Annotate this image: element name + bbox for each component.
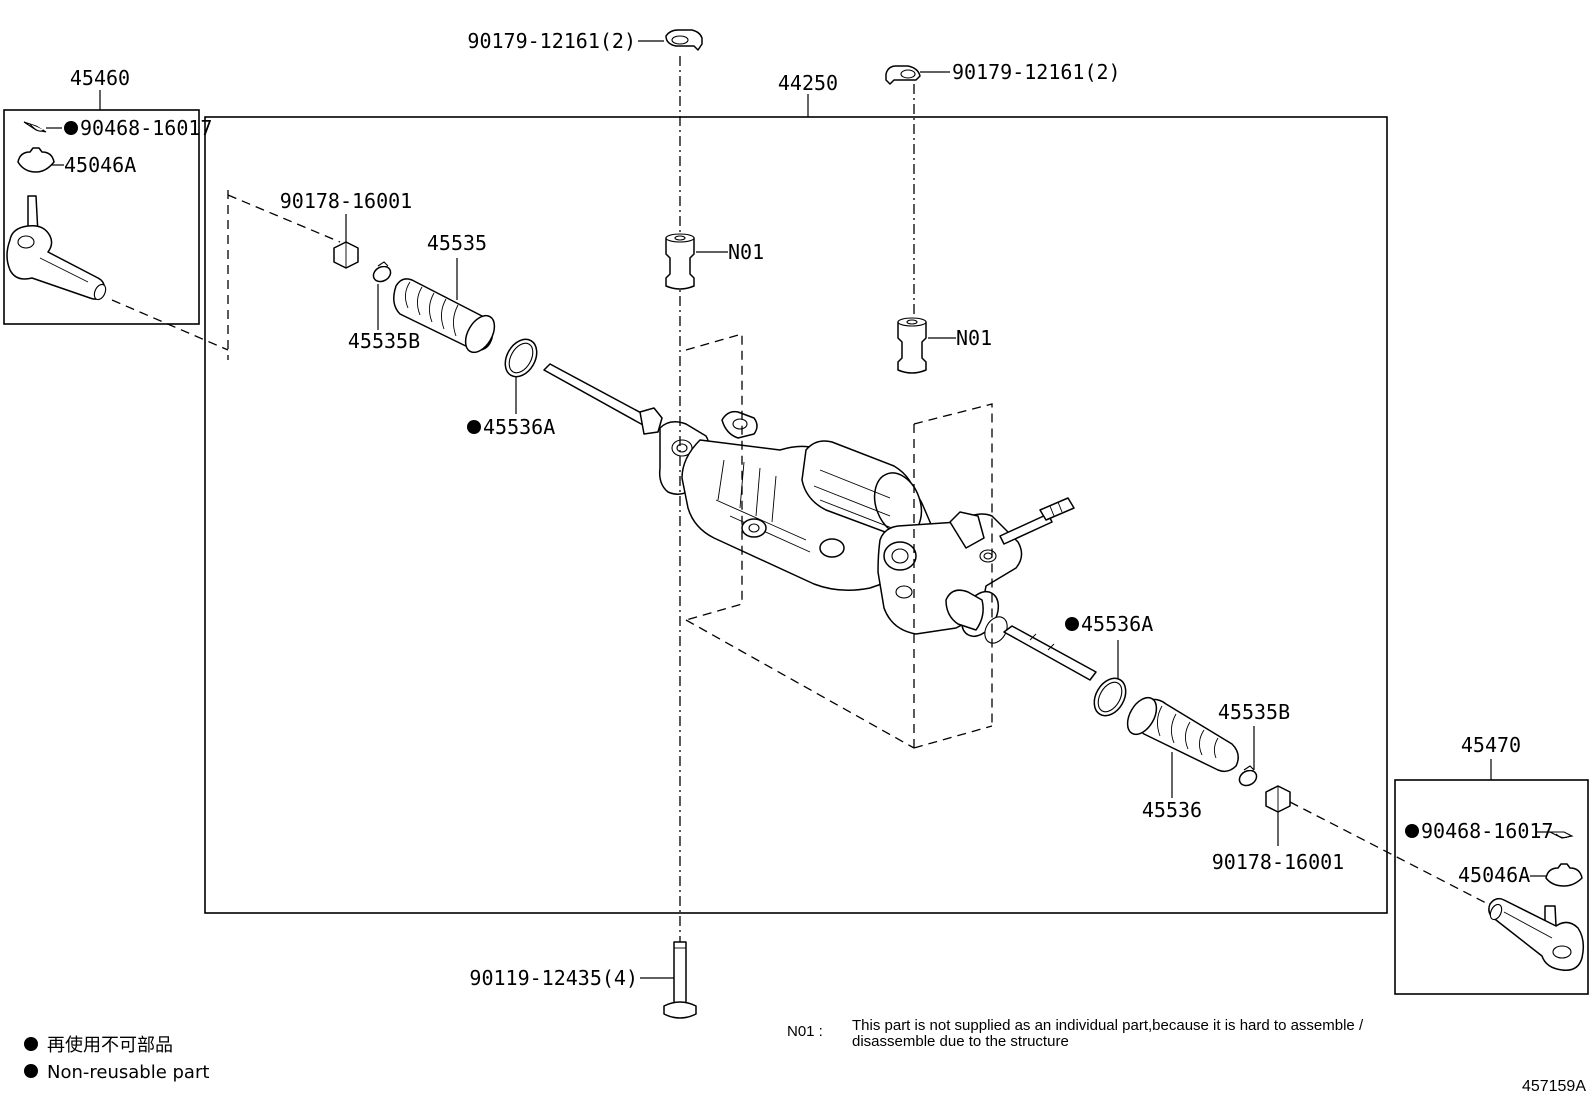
legend-en: Non-reusable part: [47, 1062, 209, 1083]
clip-rh-icon: [1238, 765, 1258, 787]
clamp-rh-label[interactable]: 45536A: [1081, 612, 1153, 636]
boot-rh-icon: [1126, 696, 1239, 773]
n01-note-code: N01 :: [787, 1023, 823, 1040]
bushing-1-label[interactable]: N01: [728, 240, 764, 264]
legend-marker-icon: [24, 1064, 38, 1078]
flange-nut-1-icon: [665, 29, 703, 51]
castle-nut-lh-icon: [17, 147, 55, 173]
bushing-nut-1-label[interactable]: 90179-12161(2): [467, 29, 636, 53]
nut-rh-label[interactable]: 45046A: [1458, 863, 1530, 887]
tie-rod-end-lh-icon: [6, 195, 107, 301]
cotter-pin-lh-icon: [23, 121, 47, 133]
non-reusable-mark-icon: [64, 121, 78, 135]
bolt-label[interactable]: 90119-12435(4): [469, 966, 638, 990]
non-reusable-mark-icon: [1065, 617, 1079, 631]
non-reusable-mark-icon: [1405, 824, 1419, 838]
flange-nut-2-icon: [885, 65, 921, 85]
legend-jp: 再使用不可部品: [47, 1035, 173, 1056]
tie-rod-end-lh-label[interactable]: 45460: [70, 66, 130, 90]
flange-bolt-icon: [663, 941, 697, 1019]
clamp-rh-icon: [1093, 677, 1127, 717]
n01-note-line-1: This part is not supplied as an individu…: [852, 1017, 1364, 1034]
clip-lh-label[interactable]: 45535B: [348, 329, 420, 353]
cotter-pin-lh-label[interactable]: 90468-16017: [80, 116, 212, 140]
gear-assembly-box: [204, 116, 1388, 914]
clamp-lh-label[interactable]: 45536A: [483, 415, 555, 439]
mount-bushing-2-icon: [897, 317, 927, 374]
figure-id: 457159A: [1522, 1078, 1586, 1095]
cotter-pin-rh-icon: [1549, 831, 1574, 839]
lock-nut-rh-icon: [1265, 785, 1291, 813]
tie-rod-end-rh-label[interactable]: 45470: [1461, 733, 1521, 757]
boot-lh-label[interactable]: 45535: [427, 231, 487, 255]
bushing-nut-2-label[interactable]: 90179-12161(2): [952, 60, 1121, 84]
lock-nut-lh-label[interactable]: 90178-16001: [280, 189, 412, 213]
tie-rod-end-rh-icon: [1488, 897, 1585, 971]
rack-end-lh-icon: [543, 363, 663, 435]
lock-nut-rh-label[interactable]: 90178-16001: [1212, 850, 1344, 874]
boot-rh-label[interactable]: 45536: [1142, 798, 1202, 822]
boot-lh-icon: [393, 278, 496, 354]
clamp-lh-icon: [504, 338, 538, 378]
cotter-pin-rh-label[interactable]: 90468-16017: [1421, 819, 1553, 843]
clip-lh-icon: [372, 261, 392, 283]
non-reusable-mark-icon: [467, 420, 481, 434]
lock-nut-lh-icon: [333, 241, 359, 269]
clip-rh-label[interactable]: 45535B: [1218, 700, 1290, 724]
rack-end-rh-icon: [1003, 625, 1097, 681]
mount-bushing-1-icon: [665, 233, 695, 290]
n01-note-line-2: disassemble due to the structure: [852, 1033, 1069, 1050]
bushing-2-label[interactable]: N01: [956, 326, 992, 350]
steering-gear-housing-icon: [658, 410, 1075, 644]
tie-rod-end-lh-box: [3, 109, 200, 325]
legend-marker-icon: [24, 1037, 38, 1051]
gear-assembly-label[interactable]: 44250: [778, 71, 838, 95]
castle-nut-rh-icon: [1545, 863, 1583, 887]
nut-lh-label[interactable]: 45046A: [64, 153, 136, 177]
